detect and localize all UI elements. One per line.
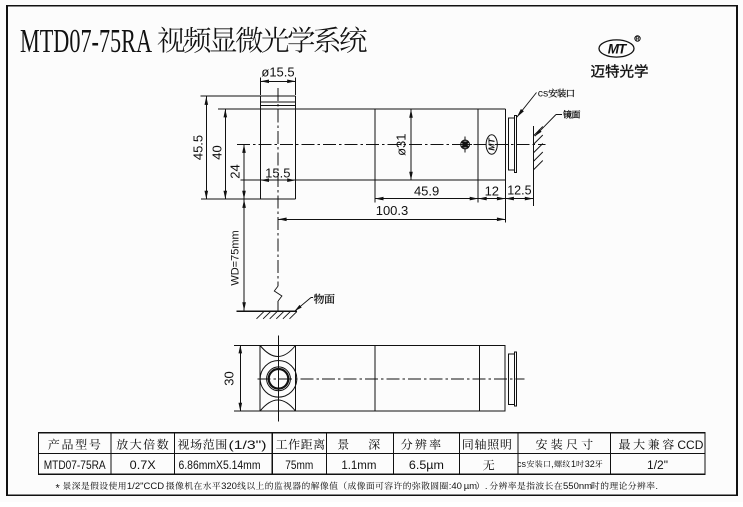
svg-text:(1/3"): (1/3") [229,438,267,452]
svg-text:*: * [56,483,61,495]
svg-text:0.7X: 0.7X [130,460,156,472]
svg-text:24: 24 [228,164,243,178]
svg-text:15.5: 15.5 [265,165,290,180]
svg-text:MTD07-75RA: MTD07-75RA [44,460,106,472]
svg-text:30: 30 [221,371,236,385]
svg-text:1/2": 1/2" [647,460,668,472]
svg-text:1.1mm: 1.1mm [341,460,376,472]
svg-text:6.5µm: 6.5µm [409,460,444,472]
svg-text:MT: MT [608,42,628,57]
svg-text:MTD07-75RA: MTD07-75RA [20,23,152,60]
svg-text:32: 32 [585,459,595,469]
svg-text:1: 1 [571,459,576,469]
svg-text:MT: MT [487,138,497,151]
svg-text:6.86mmX5.14mm: 6.86mmX5.14mm [179,460,261,472]
svg-text:12: 12 [485,184,499,199]
svg-text:12.5: 12.5 [507,184,531,198]
svg-text:.: . [485,481,488,492]
svg-text:100.3: 100.3 [376,203,409,218]
svg-text:ø31: ø31 [393,133,408,155]
svg-text:µm: µm [464,481,477,492]
svg-text:CCD: CCD [677,438,703,452]
svg-text:75mm: 75mm [285,460,313,472]
svg-text:1/2"CCD: 1/2"CCD [127,481,164,492]
svg-text::40: :40 [449,481,462,492]
svg-text:WD=75mm: WD=75mm [229,230,241,285]
svg-text:ø15.5: ø15.5 [261,65,294,80]
svg-text:cs: cs [517,459,527,469]
svg-text:45.9: 45.9 [414,184,439,199]
svg-text:550nm: 550nm [563,481,592,492]
svg-text:.: . [655,481,658,492]
svg-text:R: R [636,37,640,43]
svg-text:40: 40 [209,145,224,159]
svg-text:,: , [551,459,554,469]
svg-text:320: 320 [221,481,237,492]
svg-text:cs: cs [538,88,549,100]
svg-text:45.5: 45.5 [190,135,205,160]
